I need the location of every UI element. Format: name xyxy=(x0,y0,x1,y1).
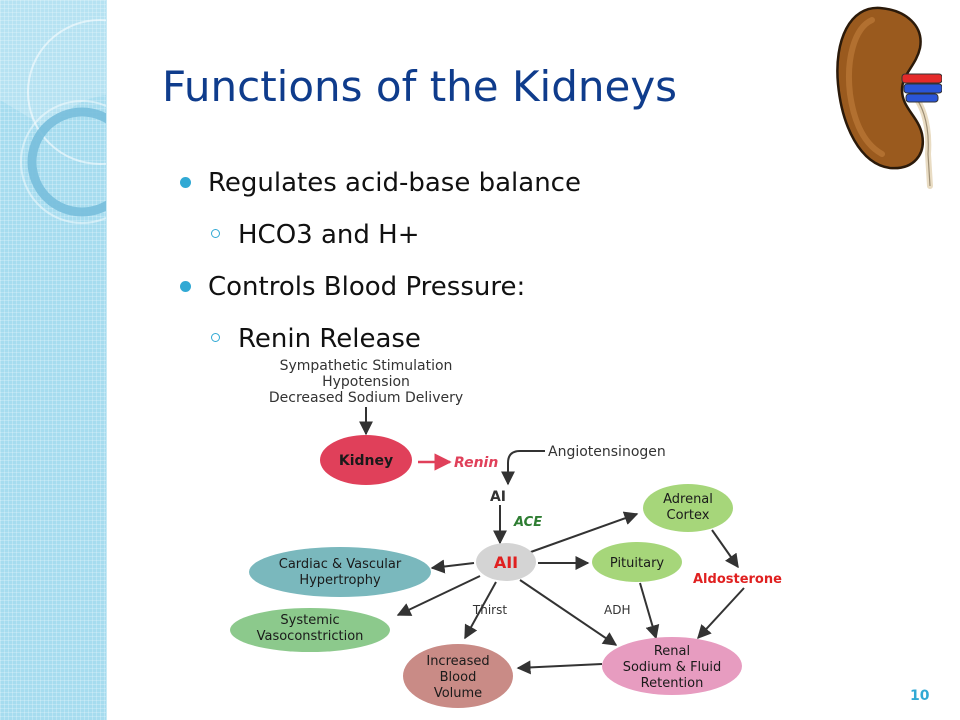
arrow-aii-to-adrenal xyxy=(527,511,639,554)
arrow-angiotensinogen-to-ai xyxy=(501,450,545,486)
aii-node-label: AII xyxy=(494,553,518,572)
arrow-aii-to-cardiac xyxy=(430,559,475,574)
arrow-renal-to-blood-volume xyxy=(516,660,603,675)
aii-node xyxy=(476,543,536,581)
angiotensinogen-label: Angiotensinogen xyxy=(548,444,666,460)
arrow-aii-to-renal xyxy=(519,579,618,646)
bullet-list: Regulates acid-base balance HCO3 and H+ … xyxy=(180,160,581,368)
renal-retention-label: Retention xyxy=(641,676,704,691)
increased-blood-volume-node xyxy=(403,644,513,708)
arrow-adrenal-to-aldosterone xyxy=(711,529,739,569)
arrow-aldosterone-to-renal xyxy=(697,587,745,640)
systemic-vasoconstriction-label: Vasoconstriction xyxy=(257,629,364,644)
kidney-node-label: Kidney xyxy=(339,453,393,469)
kidney-illustration xyxy=(836,6,942,189)
renal-retention-label: Sodium & Fluid xyxy=(623,660,722,675)
adrenal-cortex-label: Adrenal xyxy=(663,492,713,507)
cardiac-vascular-label: Hypertrophy xyxy=(299,573,381,588)
pituitary-label: Pituitary xyxy=(610,556,665,571)
cardiac-vascular-label: Cardiac & Vascular xyxy=(279,557,402,572)
blood-volume-label: Blood xyxy=(440,670,477,685)
bullet-text: Regulates acid-base balance xyxy=(208,168,581,198)
renal-retention-label: Renal xyxy=(654,644,690,659)
adrenal-cortex-label: Cortex xyxy=(667,508,710,523)
systemic-vasoconstriction-node xyxy=(230,608,390,652)
bullet-item: Controls Blood Pressure: xyxy=(180,264,581,316)
pituitary-node xyxy=(592,542,682,582)
blood-volume-label: Volume xyxy=(434,686,482,701)
adh-label: ADH xyxy=(604,603,630,617)
thirst-label: Thirst xyxy=(472,603,507,617)
stimulus-label: Decreased Sodium Delivery xyxy=(269,390,463,406)
renal-sodium-fluid-retention-node xyxy=(602,637,742,695)
arrow-aii-to-blood-volume xyxy=(464,581,497,640)
sidebar-decoration xyxy=(0,0,107,720)
bullet-item: Regulates acid-base balance xyxy=(180,160,581,212)
slide-title: Functions of the Kidneys xyxy=(162,62,678,111)
bullet-ring-icon xyxy=(211,333,220,342)
adrenal-cortex-node xyxy=(643,484,733,532)
ace-label: ACE xyxy=(513,515,542,530)
bullet-dot-icon xyxy=(180,281,191,292)
sub-bullet-item: HCO3 and H+ xyxy=(180,212,581,264)
bullet-dot-icon xyxy=(180,177,191,188)
renin-label: Renin xyxy=(454,455,498,471)
bullet-ring-icon xyxy=(211,229,220,238)
arrow-aii-to-systemic xyxy=(396,575,481,616)
sub-bullet-text: Renin Release xyxy=(238,324,421,354)
aldosterone-label: Aldosterone xyxy=(693,572,782,587)
sub-bullet-text: HCO3 and H+ xyxy=(238,220,420,250)
stimulus-label: Hypotension xyxy=(322,374,410,390)
cardiac-vascular-hypertrophy-node xyxy=(249,547,431,597)
kidney-node xyxy=(320,435,412,485)
bullet-text: Controls Blood Pressure: xyxy=(208,272,526,302)
slide-number: 10 xyxy=(910,688,930,704)
stimulus-label: Sympathetic Stimulation xyxy=(280,358,453,374)
systemic-vasoconstriction-label: Systemic xyxy=(280,613,339,628)
sub-bullet-item: Renin Release xyxy=(180,316,581,368)
ai-label: AI xyxy=(490,489,506,505)
arrow-pituitary-to-renal xyxy=(639,582,660,640)
blood-volume-label: Increased xyxy=(426,654,489,669)
